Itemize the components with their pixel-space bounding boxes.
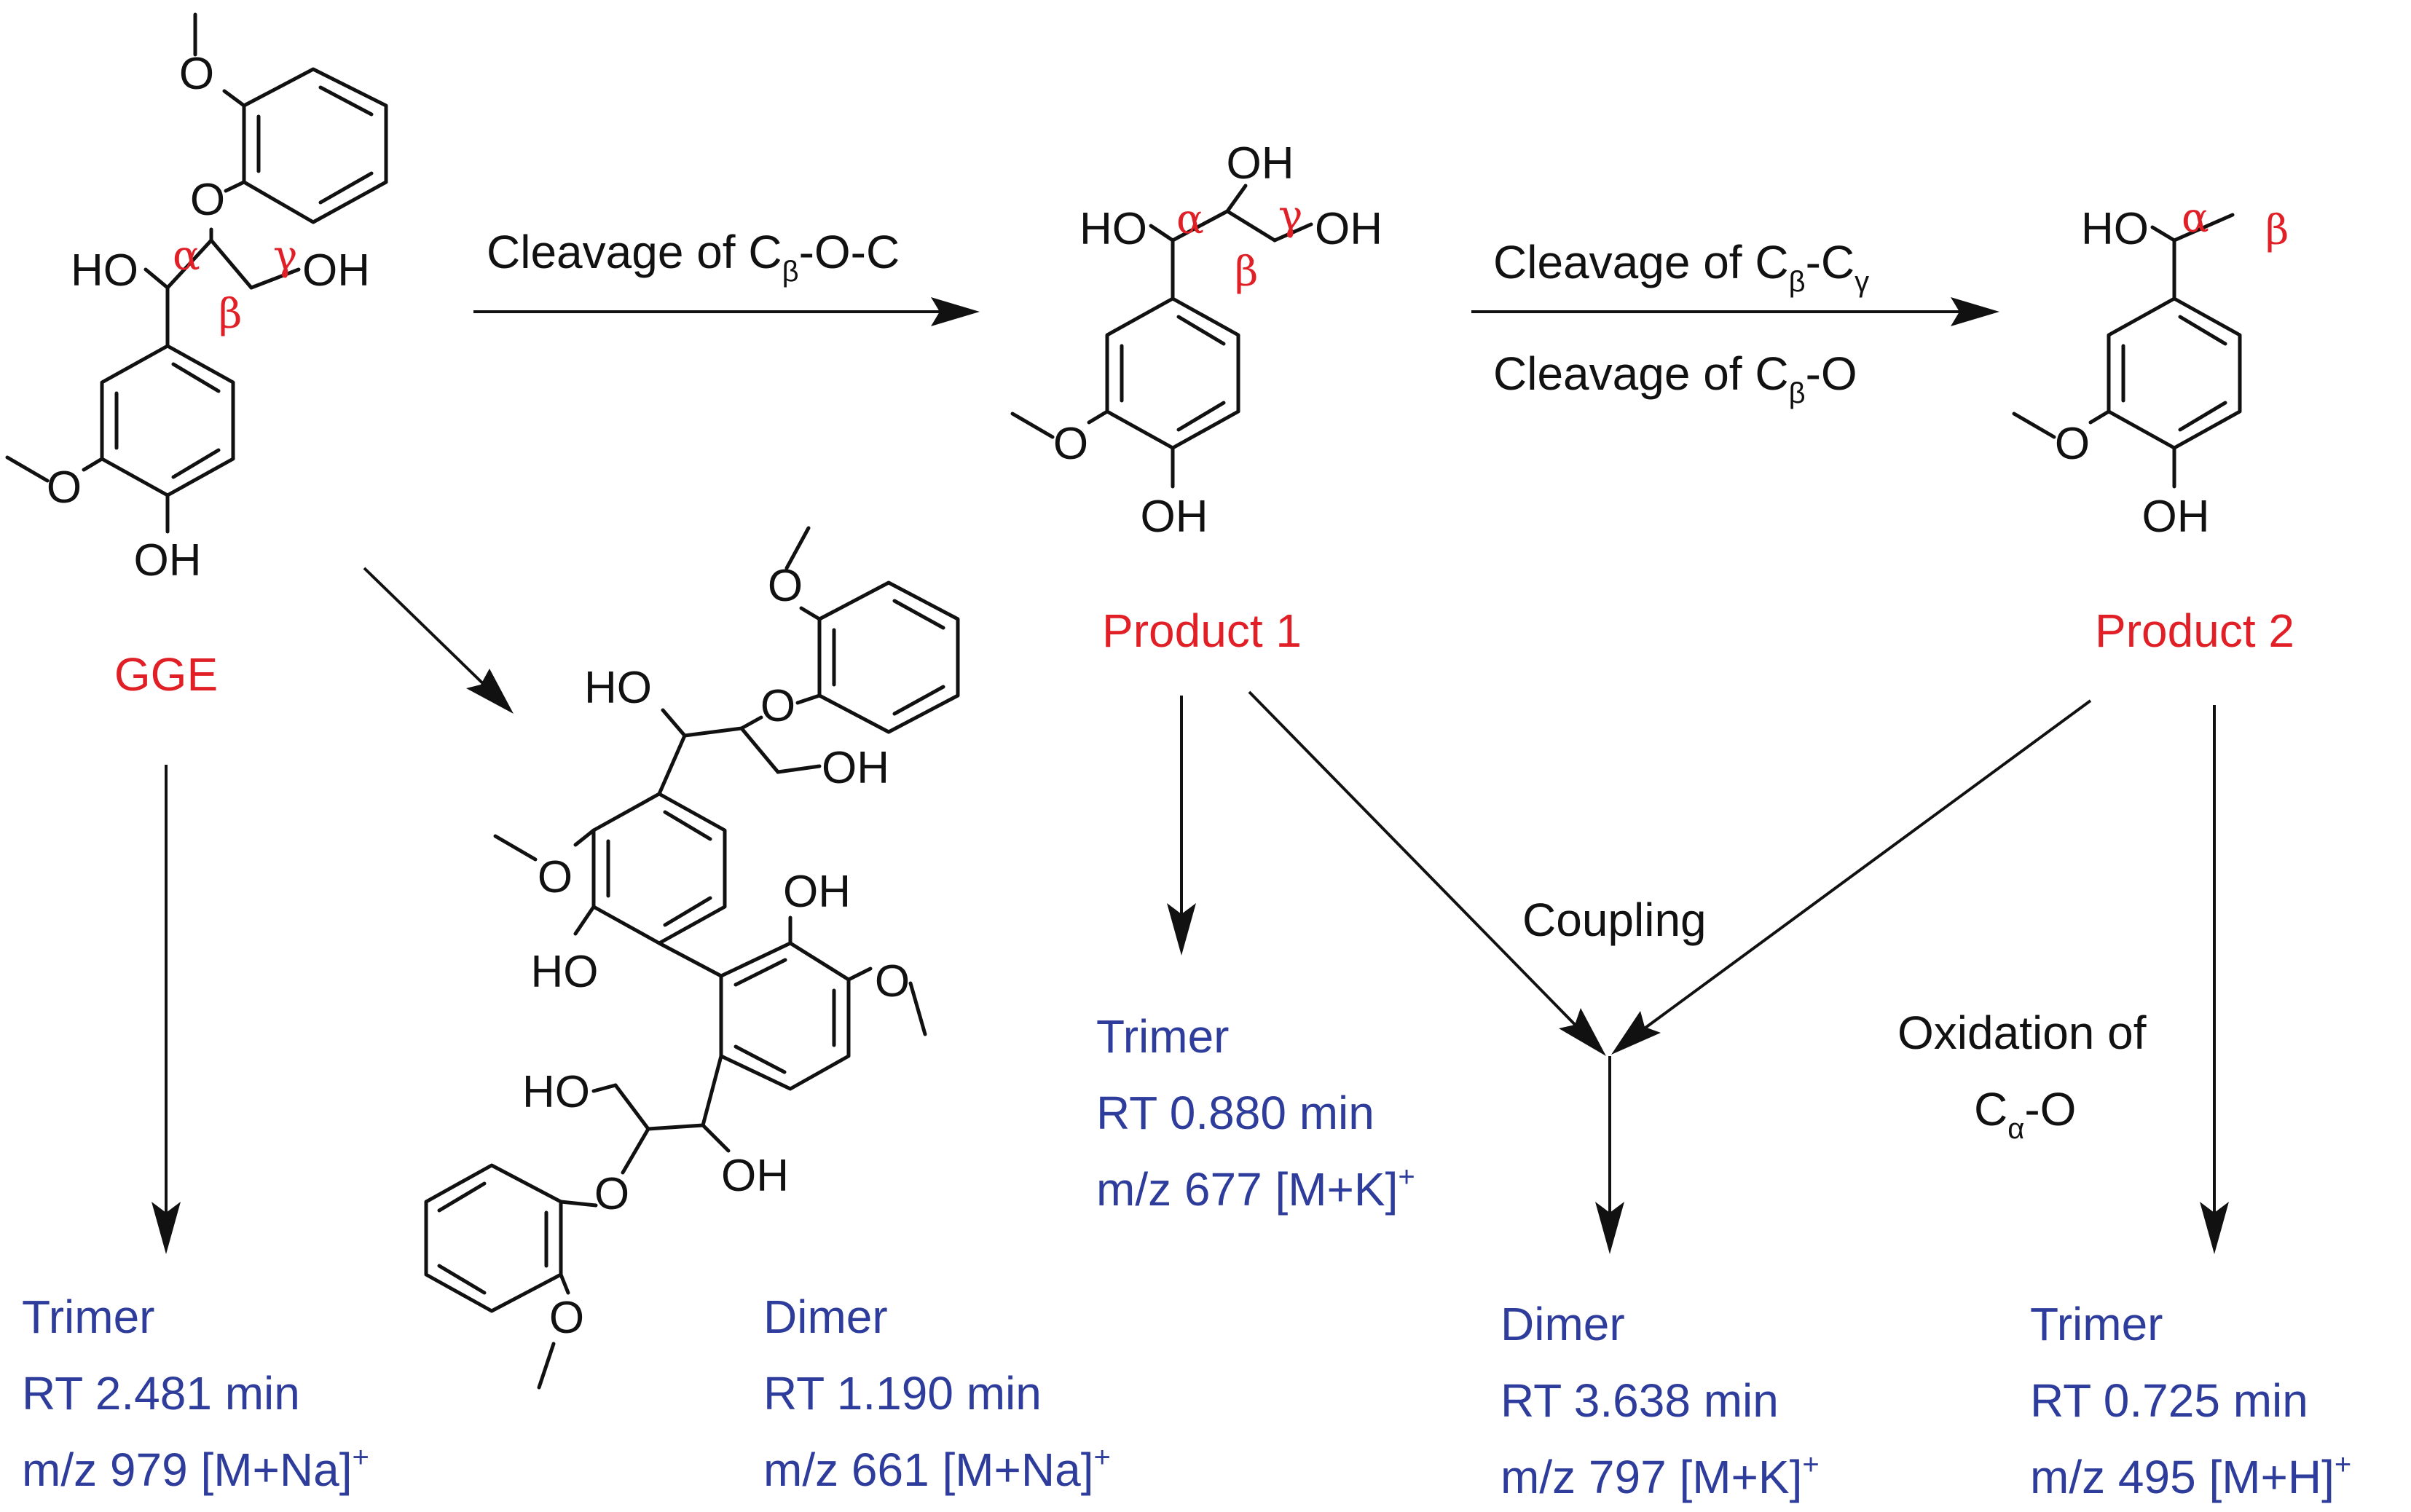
gge-label: GGE — [114, 648, 218, 701]
gge-alpha-oh: HO — [71, 245, 138, 296]
reaction-oxidation-line1: Oxidation of — [1897, 1007, 2147, 1059]
result-p1-trimer-mz: m/z 677 [M+K]+ — [1096, 1161, 1415, 1216]
p1-methoxy-o: O — [1053, 419, 1088, 469]
arrow-gge-to-dimer — [363, 567, 497, 697]
arrowhead-product1-to-trimer — [1167, 903, 1196, 956]
arrowhead-product2-to-coupling — [1611, 1011, 1661, 1055]
result-gge-trimer-mz: m/z 979 [M+Na]+ — [22, 1441, 369, 1496]
dimer-lower-gamma-oh: HO — [522, 1067, 590, 1117]
dimer-top-ether-o: O — [760, 681, 795, 731]
reaction-oxidation-line2: Cα-O — [1974, 1083, 2076, 1145]
arrowhead-gge-to-trimer — [152, 1202, 181, 1254]
p1-alpha-label: α — [1176, 196, 1204, 243]
result-gge-trimer: Trimer RT 2.481 min m/z 979 [M+Na]+ — [22, 1291, 369, 1496]
result-dimer1: Dimer RT 1.190 min m/z 661 [M+Na]+ — [763, 1291, 1111, 1496]
gge-ring-methoxy-o: O — [47, 462, 82, 513]
result-p2-trimer-rt: RT 0.725 min — [2030, 1374, 2308, 1427]
result-dimer1-mz: m/z 661 [M+Na]+ — [763, 1441, 1111, 1496]
dimer-bottom-methoxy-o: O — [549, 1293, 584, 1343]
product2-structure: HO α β O OH — [2012, 194, 2289, 542]
gge-gamma-label: γ — [273, 232, 297, 280]
p2-phenol-oh: OH — [2142, 492, 2210, 542]
gge-ether-o: O — [190, 175, 225, 225]
p1-phenol-oh: OH — [1141, 492, 1208, 542]
p1-gamma-label: γ — [1278, 192, 1302, 240]
dimer-lower-phenol-oh: OH — [783, 867, 851, 917]
result-p1-trimer-rt: RT 0.880 min — [1096, 1087, 1374, 1139]
gge-phenol-oh: OH — [134, 535, 202, 586]
arrowhead-coupling-to-dimer — [1595, 1202, 1624, 1254]
arrowhead-product2-to-trimer — [2200, 1202, 2229, 1254]
reaction-cleavage-beta-o-c: Cleavage of Cβ-O-C — [487, 226, 900, 288]
gge-structure: O O HO OH α β γ O OH — [5, 12, 388, 586]
result-dimer1-name: Dimer — [763, 1291, 888, 1343]
result-p2-trimer: Trimer RT 0.725 min m/z 495 [M+H]+ — [2030, 1298, 2351, 1503]
result-p2-trimer-name: Trimer — [2030, 1298, 2163, 1350]
result-dimer1-rt: RT 1.190 min — [763, 1367, 1042, 1420]
arrow-product1-to-coupling — [1248, 690, 1589, 1039]
result-p1-trimer: Trimer RT 0.880 min m/z 677 [M+K]+ — [1096, 1010, 1415, 1216]
arrowhead-product1-to-product2 — [1951, 297, 1999, 326]
p1-alpha-oh: HO — [1079, 204, 1147, 254]
result-coupled-dimer-name: Dimer — [1501, 1298, 1625, 1350]
arrowhead-product1-to-coupling — [1559, 1008, 1606, 1056]
result-coupled-dimer: Dimer RT 3.638 min m/z 797 [M+K]+ — [1501, 1298, 1820, 1503]
product2-label: Product 2 — [2095, 605, 2294, 657]
result-coupled-dimer-mz: m/z 797 [M+K]+ — [1501, 1449, 1820, 1503]
result-gge-trimer-rt: RT 2.481 min — [22, 1367, 300, 1420]
dimer-lower-ether-o: O — [594, 1169, 629, 1219]
product1-structure: HO OH OH α β γ O OH — [1010, 138, 1383, 542]
arrowhead-gge-to-product1 — [931, 297, 980, 326]
p1-beta-label: β — [1235, 248, 1258, 296]
dimer-top-alpha-oh: HO — [584, 663, 652, 713]
dimer-structure: O O HO OH O HO OH O — [424, 526, 960, 1390]
gge-beta-label: β — [219, 291, 242, 338]
dimer-lower-methoxy-o: O — [875, 956, 910, 1007]
p1-beta-oh: OH — [1227, 138, 1294, 189]
gge-alpha-label: α — [173, 232, 200, 280]
result-gge-trimer-name: Trimer — [22, 1291, 154, 1343]
p2-alpha-label: α — [2182, 194, 2209, 242]
arrowhead-gge-to-dimer — [466, 669, 514, 714]
dimer-upper-phenol-oh: HO — [531, 947, 599, 997]
p2-alpha-oh: HO — [2081, 204, 2149, 254]
reaction-cleavage-beta-o: Cleavage of Cβ-O — [1493, 347, 1857, 409]
product1-label: Product 1 — [1102, 605, 1302, 657]
gge-methoxy-o: O — [179, 49, 214, 99]
reaction-cleavage-beta-gamma: Cleavage of Cβ-Cγ — [1493, 236, 1869, 298]
p2-methoxy-o: O — [2055, 419, 2090, 469]
dimer-top-gamma-oh: OH — [822, 743, 889, 793]
result-coupled-dimer-rt: RT 3.638 min — [1501, 1374, 1779, 1427]
result-p1-trimer-name: Trimer — [1096, 1010, 1229, 1063]
dimer-upper-methoxy-o: O — [538, 852, 573, 902]
arrow-product2-to-coupling — [1630, 699, 2092, 1039]
p1-gamma-oh: OH — [1315, 204, 1383, 254]
p2-beta-label: β — [2265, 207, 2289, 254]
reaction-coupling: Coupling — [1522, 894, 1707, 946]
gge-gamma-oh: OH — [302, 245, 370, 296]
dimer-lower-alpha-oh: OH — [721, 1151, 789, 1201]
result-p2-trimer-mz: m/z 495 [M+H]+ — [2030, 1449, 2351, 1503]
